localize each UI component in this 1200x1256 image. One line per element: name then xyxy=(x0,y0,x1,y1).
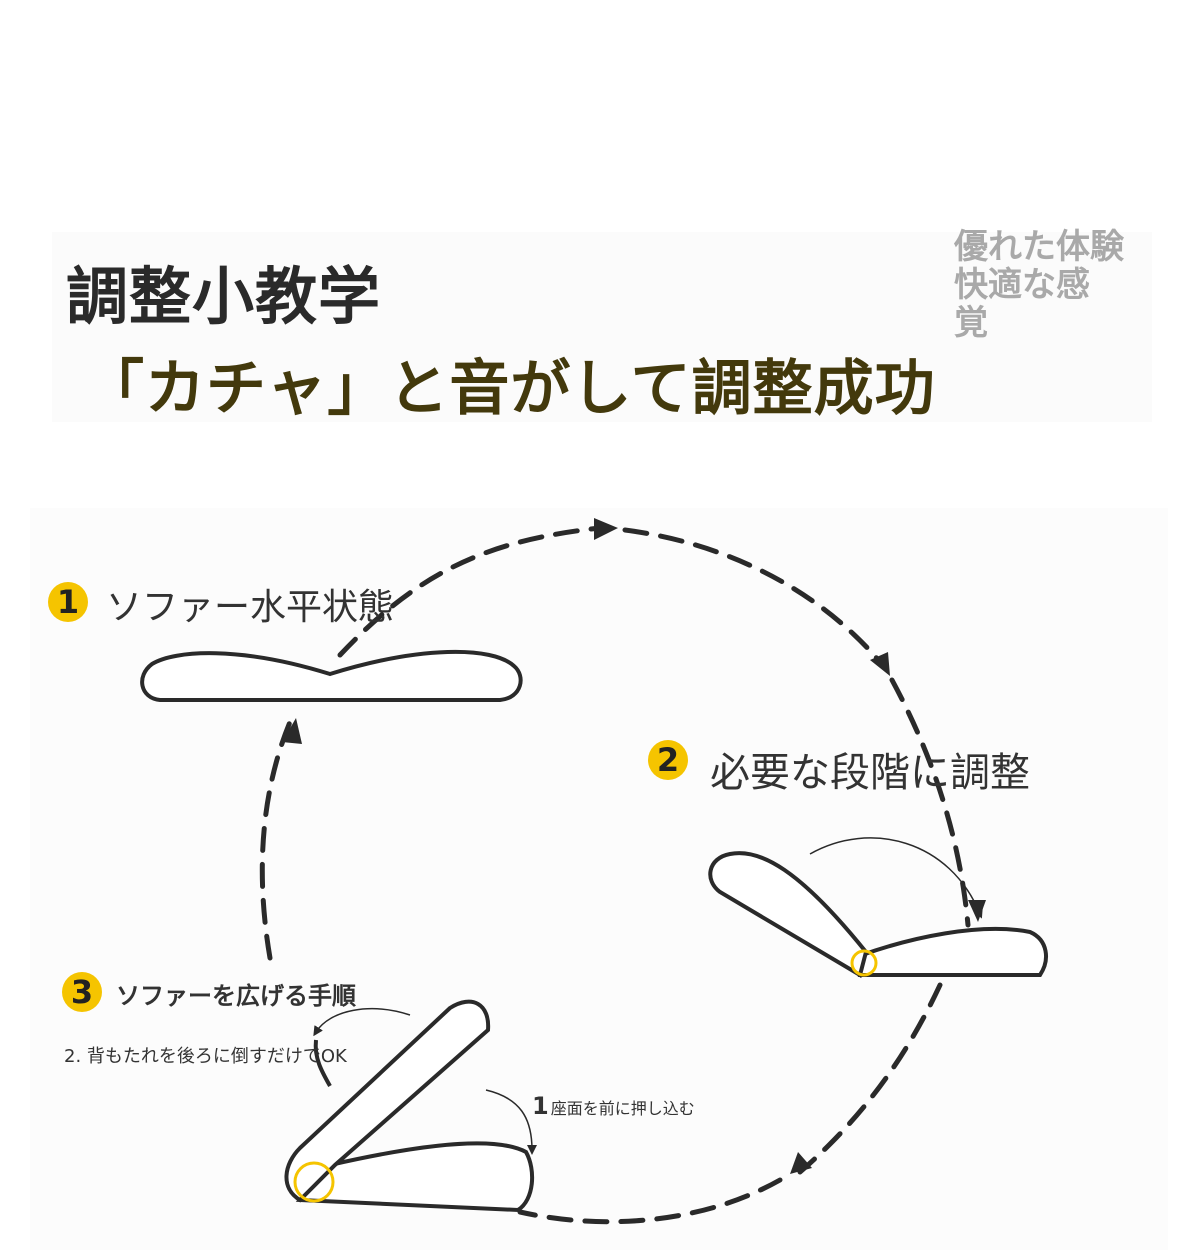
sofa-folded-back xyxy=(284,999,491,1203)
cycle-arc-bottom xyxy=(517,1177,783,1225)
arrowhead-bottom-right xyxy=(790,1152,812,1174)
step-2-badge: 2 xyxy=(648,740,688,780)
step-1-badge: 1 xyxy=(48,582,88,622)
step-2-label: 必要な段階に調整 xyxy=(710,750,1030,796)
sofa-flat xyxy=(140,649,523,702)
back-tilt-arrow xyxy=(313,1008,411,1037)
tagline-line-3: 覚 xyxy=(954,303,988,343)
sofa-angled-seat xyxy=(857,926,1048,977)
tagline: 優れた体験 快適な感 覚 xyxy=(954,228,1154,342)
tagline-line-1: 優れた体験 xyxy=(954,227,1124,267)
step-3-badge: 3 xyxy=(62,972,102,1012)
arrowhead-left xyxy=(282,718,302,744)
cycle-arc-right xyxy=(889,677,971,928)
arrowhead-right xyxy=(968,900,986,922)
backrest-note: 2. 背もたれを後ろに倒すだけでOK xyxy=(64,1046,347,1067)
cycle-arc-bottom-right xyxy=(797,982,943,1175)
back-tilt-arc xyxy=(313,1039,332,1087)
arrowhead-right-upper xyxy=(870,652,890,676)
seat-note-number: 1 xyxy=(532,1092,549,1120)
cycle-arc-top-right xyxy=(622,527,888,671)
header-band xyxy=(52,232,1152,422)
tagline-line-2: 快適な感 xyxy=(954,265,1090,305)
sofa-folded-seat xyxy=(295,1141,535,1213)
seat-push-arrow xyxy=(485,1089,537,1155)
step-1-label: ソファー水平状態 xyxy=(106,587,395,628)
seat-note-text: 座面を前に押し込む xyxy=(550,1099,695,1118)
adjust-arrow xyxy=(809,837,983,919)
sofa-angled-back xyxy=(708,851,869,979)
step-3-label: ソファーを広げる手順 xyxy=(116,982,356,1010)
page-subtitle: 「カチャ」と音がして調整成功 xyxy=(84,354,936,424)
cycle-arc-top-left xyxy=(337,525,603,658)
arrowhead-top xyxy=(594,518,618,540)
diagram-panel xyxy=(30,508,1168,1250)
sofa-angled-hinge xyxy=(850,949,878,977)
page-title: 調整小教学 xyxy=(66,260,382,333)
sofa-folded-hinge xyxy=(293,1161,335,1203)
cycle-arc-left xyxy=(259,719,293,961)
